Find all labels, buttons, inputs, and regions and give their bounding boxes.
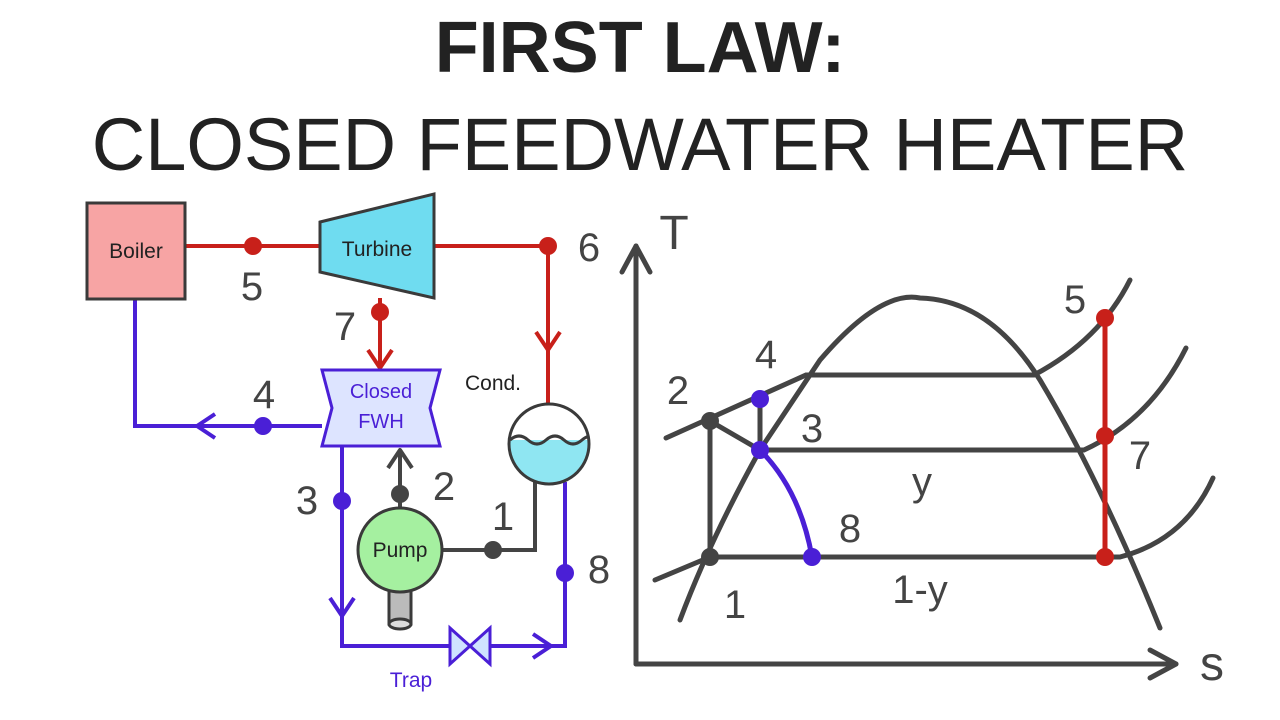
ts-state-1-dot: [701, 548, 719, 566]
throttle-curve-3-8: [758, 448, 815, 558]
ts-label-1: 1: [724, 583, 746, 627]
state-3-dot: [333, 492, 351, 510]
schematic-label-1: 1: [492, 495, 514, 539]
trap-arrow-right: [531, 632, 553, 660]
title-line-2: CLOSED FEEDWATER HEATER: [91, 103, 1189, 186]
t-axis-arrowhead: [619, 243, 653, 275]
ts-label-2: 2: [667, 369, 689, 413]
cycle-schematic: Boiler Turbine Closed FWH Cond. Pump: [85, 192, 610, 692]
condenser-label: Cond.: [465, 372, 521, 395]
state-2-dot: [391, 485, 409, 503]
dome-and-isobars: [652, 277, 1216, 631]
schematic-label-8: 8: [588, 548, 610, 592]
bleed-arrow: [366, 348, 394, 370]
ts-state-7-dot: [1096, 427, 1114, 445]
trap-to-condenser-line: [490, 482, 567, 648]
high-pressure-isobar: [663, 277, 1133, 441]
pump-label: Pump: [373, 539, 428, 562]
feedwater-arrow-left: [195, 412, 217, 440]
axes: [619, 243, 1179, 681]
ts-state-8-dot: [803, 548, 821, 566]
condenser-inlet-arrow: [534, 330, 562, 352]
closed-fwh-shape: [320, 368, 442, 448]
ts-state-2-dot: [701, 412, 719, 430]
turbine-shape: [318, 192, 436, 300]
boiler-box: [85, 201, 187, 301]
schematic-label-3: 3: [296, 479, 318, 523]
trap-label: Trap: [390, 669, 432, 692]
state-5-dot: [244, 237, 262, 255]
condenser-to-pump-line: [440, 476, 537, 552]
schematic-label-5: 5: [241, 265, 263, 309]
pump-arrow-up: [386, 448, 414, 470]
ts-label-y: y: [912, 460, 932, 504]
closed-fwh-label-1: Closed: [350, 381, 412, 403]
state-4-dot: [254, 417, 272, 435]
schematic-label-7: 7: [334, 305, 356, 349]
state-6-dot: [539, 237, 557, 255]
trap-valve: [448, 624, 492, 668]
ts-label-3: 3: [801, 407, 823, 451]
schematic-state-labels: 5 6 7 4 3 2 1 8: [241, 226, 610, 592]
saturation-dome: [677, 294, 1163, 631]
ts-state-5-dot: [1096, 309, 1114, 327]
ts-state-end-dot: [1096, 548, 1114, 566]
ts-diagram: T s 5 4 2 3 7 8 1: [619, 207, 1224, 691]
title-line-1: FIRST LAW:: [434, 8, 846, 88]
schematic-label-4: 4: [253, 373, 275, 417]
ts-state-4-dot: [751, 390, 769, 408]
ts-label-1-y: 1-y: [892, 568, 948, 612]
ts-label-8: 8: [839, 507, 861, 551]
s-axis-arrowhead: [1147, 647, 1179, 681]
ts-state-3-dot: [751, 441, 769, 459]
t-axis-label: T: [659, 207, 688, 260]
mid-pressure-isobar: [707, 345, 1189, 453]
turbine-label: Turbine: [342, 238, 412, 261]
schematic-label-2: 2: [433, 465, 455, 509]
fwh-to-boiler-line: [133, 300, 322, 428]
s-axis-label: s: [1200, 638, 1224, 691]
drain-arrow-down: [328, 596, 356, 618]
ts-label-5: 5: [1064, 278, 1086, 322]
low-pressure-isobar: [652, 475, 1216, 583]
schematic-label-6: 6: [578, 226, 600, 270]
ts-label-7: 7: [1129, 434, 1151, 478]
ts-state-labels: 5 4 2 3 7 8 1 y 1-y: [667, 278, 1151, 627]
fwh-drain-line: [340, 446, 450, 648]
closed-fwh-label-2: FWH: [358, 411, 404, 433]
condenser: [507, 402, 591, 486]
state-8-dot: [556, 564, 574, 582]
feedwater-lines: [133, 300, 567, 648]
boiler-label: Boiler: [109, 240, 163, 263]
pump: [356, 506, 444, 631]
state-7-dot: [371, 303, 389, 321]
state-1-dot: [484, 541, 502, 559]
ts-label-4: 4: [755, 333, 777, 377]
